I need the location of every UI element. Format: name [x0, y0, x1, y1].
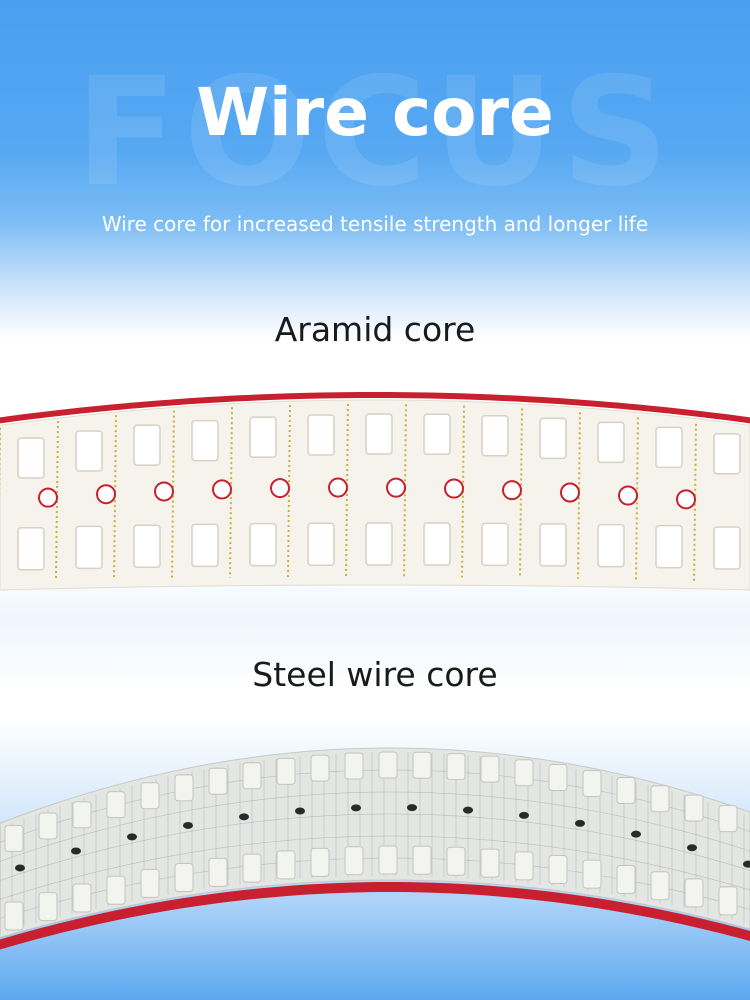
aramid-core-label: Aramid core — [274, 310, 476, 349]
focus-watermark: FOCUS — [75, 46, 675, 220]
page-subtitle: Wire core for increased tensile strength… — [101, 212, 649, 236]
steel-wire-core-belt-image — [0, 747, 750, 950]
steel-wire-core-label: Steel wire core — [252, 655, 498, 694]
aramid-core-belt-image — [0, 392, 750, 591]
page-title: Wire core — [196, 74, 554, 151]
